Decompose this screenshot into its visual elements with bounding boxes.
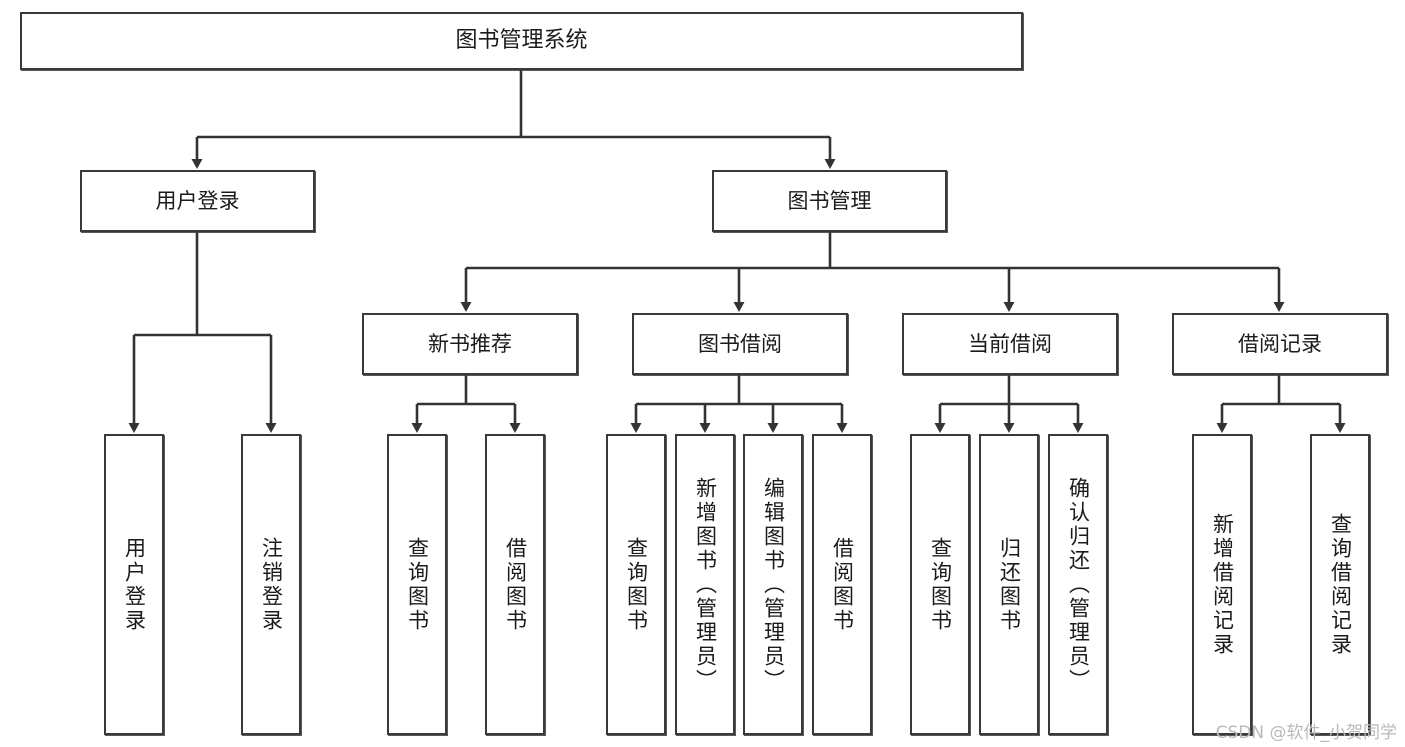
node-root[interactable]: 图书管理系统 <box>20 12 1023 70</box>
leaf-edit-book-label: 编辑图书（管理员） <box>761 476 786 693</box>
node-book-borrow[interactable]: 图书借阅 <box>632 313 848 375</box>
leaf-add-book[interactable]: 新增图书（管理员） <box>675 434 735 735</box>
leaf-add-book-label: 新增图书（管理员） <box>693 476 718 693</box>
leaf-borrow-book-2-label: 借阅图书 <box>830 536 855 633</box>
node-new-book-recommend[interactable]: 新书推荐 <box>362 313 578 375</box>
leaf-query-book-1[interactable]: 查询图书 <box>387 434 447 735</box>
leaf-query-book-2[interactable]: 查询图书 <box>606 434 666 735</box>
node-current-borrow-label: 当前借阅 <box>968 331 1052 356</box>
leaf-return-book-label: 归还图书 <box>997 536 1022 633</box>
leaf-user-login[interactable]: 用户登录 <box>104 434 164 735</box>
leaf-user-login-label: 用户登录 <box>122 536 147 633</box>
leaf-query-record[interactable]: 查询借阅记录 <box>1310 434 1370 735</box>
leaf-borrow-book-2[interactable]: 借阅图书 <box>812 434 872 735</box>
watermark: CSDN @软件_小贺同学 <box>1215 723 1397 743</box>
leaf-query-book-1-label: 查询图书 <box>405 536 430 633</box>
leaf-query-book-3-label: 查询图书 <box>928 536 953 633</box>
leaf-add-record-label: 新增借阅记录 <box>1210 512 1235 657</box>
node-book-borrow-label: 图书借阅 <box>698 331 782 356</box>
leaf-borrow-book-1-label: 借阅图书 <box>503 536 528 633</box>
node-user-login-label: 用户登录 <box>155 188 240 213</box>
leaf-confirm-return[interactable]: 确认归还（管理员） <box>1048 434 1108 735</box>
leaf-logout-label: 注销登录 <box>259 536 284 633</box>
node-current-borrow[interactable]: 当前借阅 <box>902 313 1118 375</box>
node-user-login[interactable]: 用户登录 <box>80 170 315 232</box>
leaf-query-book-3[interactable]: 查询图书 <box>910 434 970 735</box>
leaf-query-book-2-label: 查询图书 <box>624 536 649 633</box>
node-new-book-recommend-label: 新书推荐 <box>428 331 512 356</box>
leaf-confirm-return-label: 确认归还（管理员） <box>1066 476 1091 693</box>
node-book-management-label: 图书管理 <box>787 188 872 213</box>
node-borrow-record-label: 借阅记录 <box>1238 331 1322 356</box>
leaf-return-book[interactable]: 归还图书 <box>979 434 1039 735</box>
leaf-add-record[interactable]: 新增借阅记录 <box>1192 434 1252 735</box>
leaf-logout[interactable]: 注销登录 <box>241 434 301 735</box>
leaf-edit-book[interactable]: 编辑图书（管理员） <box>743 434 803 735</box>
leaf-borrow-book-1[interactable]: 借阅图书 <box>485 434 545 735</box>
node-borrow-record[interactable]: 借阅记录 <box>1172 313 1388 375</box>
leaf-query-record-label: 查询借阅记录 <box>1328 512 1353 657</box>
node-book-management[interactable]: 图书管理 <box>712 170 947 232</box>
node-root-label: 图书管理系统 <box>455 28 588 54</box>
